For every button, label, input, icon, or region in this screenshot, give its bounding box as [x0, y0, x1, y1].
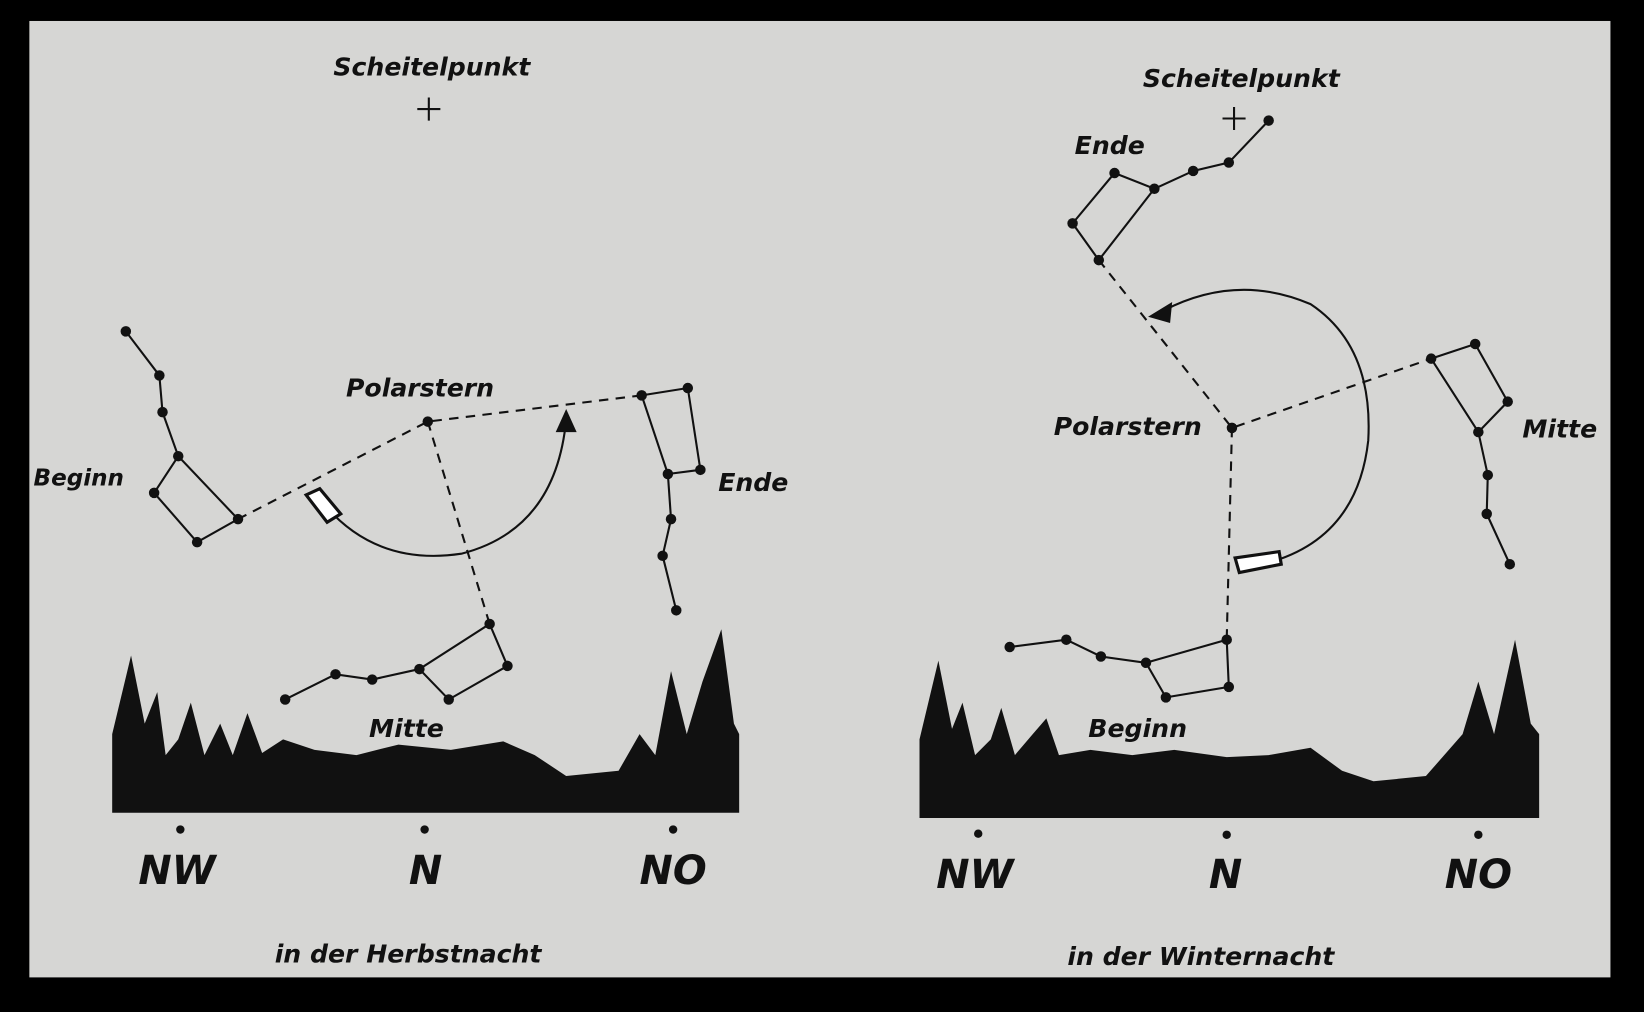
direction-n: N	[1209, 852, 1242, 898]
polaris-label: Polarstern	[1054, 412, 1202, 441]
begin-label: Beginn	[34, 466, 124, 492]
zenith-label: Scheitelpunkt	[333, 53, 531, 82]
rotation-arrow	[324, 419, 568, 557]
treeline-silhouette	[919, 639, 1540, 818]
direction-nw: NW	[138, 848, 217, 894]
arrow-tail-icon	[1233, 549, 1284, 575]
treeline-silhouette	[112, 629, 740, 813]
zenith-cross-icon	[1222, 106, 1246, 131]
zenith-cross-icon	[417, 97, 441, 121]
stars	[120, 326, 706, 705]
right-panel: Scheitelpunkt Polarstern Beginn Mitte En…	[919, 64, 1597, 971]
caption: in der Winternacht	[1067, 942, 1335, 971]
polaris-label: Polarstern	[346, 373, 494, 402]
zenith-label: Scheitelpunkt	[1143, 64, 1341, 93]
slide-background	[29, 20, 1611, 978]
direction-dots	[176, 825, 678, 834]
direction-n: N	[409, 848, 442, 894]
middle-label: Mitte	[1522, 414, 1597, 443]
stars	[1004, 115, 1516, 703]
end-label: Ende	[1075, 131, 1145, 160]
direction-no: NO	[1445, 852, 1512, 898]
rotation-arrow	[1163, 288, 1370, 563]
direction-dots	[974, 829, 1483, 839]
arrowhead-icon	[555, 408, 577, 433]
arrow-tail-icon	[303, 486, 344, 525]
caption: in der Herbstnacht	[275, 940, 543, 969]
end-label: Ende	[718, 468, 788, 497]
middle-label: Mitte	[369, 714, 444, 743]
arrowhead-icon	[1148, 302, 1173, 324]
begin-label: Beginn	[1088, 714, 1187, 743]
direction-nw: NW	[936, 852, 1015, 898]
left-panel: Scheitelpunkt Polarstern Beginn Mitte En…	[34, 53, 789, 969]
direction-no: NO	[640, 848, 707, 894]
